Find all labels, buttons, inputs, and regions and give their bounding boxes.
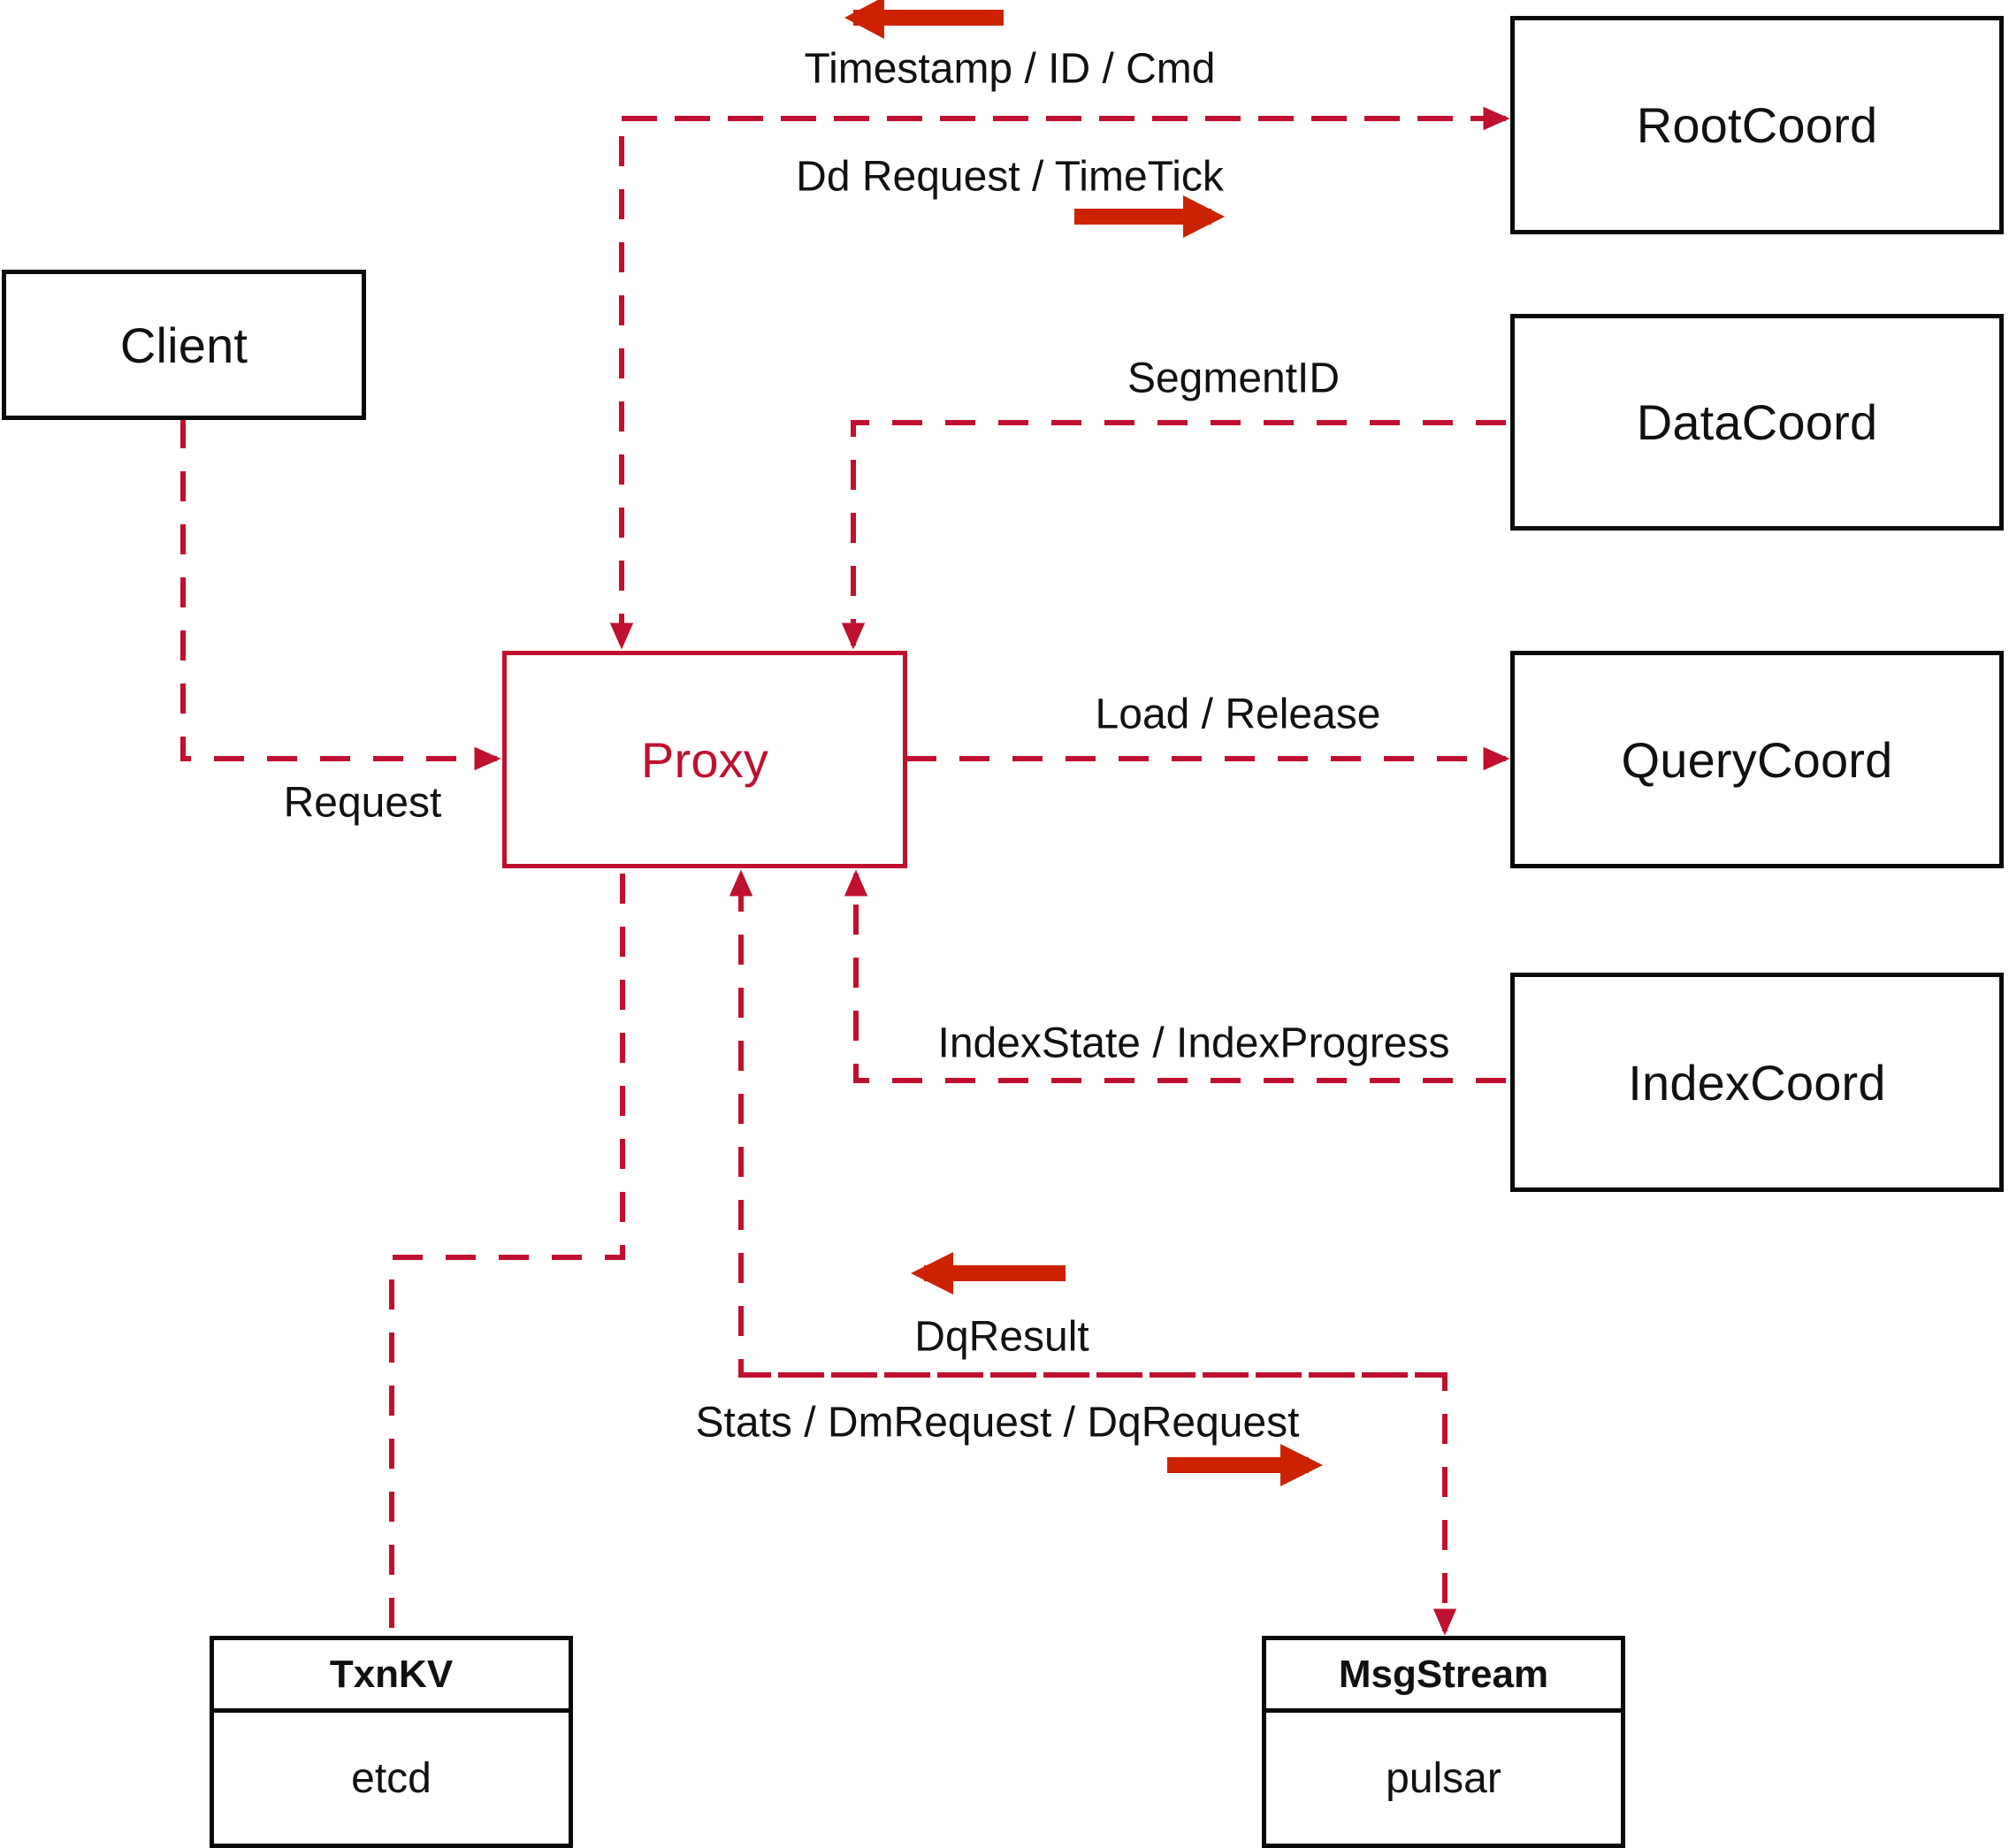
edge-label-dd-request-timetick: Dd Request / TimeTick <box>796 153 1224 201</box>
edge-label-timestamp-id-cmd: Timestamp / ID / Cmd <box>804 45 1216 93</box>
node-rootcoord[interactable]: RootCoord <box>1510 16 2004 234</box>
wire-indexcoord-to-proxy <box>844 869 1506 1083</box>
node-client-label: Client <box>119 317 248 373</box>
node-msgstream-header: MsgStream <box>1266 1640 1621 1713</box>
node-txnkv-impl: etcd <box>351 1754 432 1802</box>
node-msgstream-body: pulsar <box>1266 1713 1621 1844</box>
wire-datacoord-to-proxy <box>841 420 1506 650</box>
node-indexcoord-label: IndexCoord <box>1628 1054 1886 1111</box>
node-txnkv-body: etcd <box>214 1713 569 1844</box>
wire-client-to-proxy <box>180 418 501 771</box>
node-msgstream-title: MsgStream <box>1338 1652 1549 1696</box>
node-msgstream-impl: pulsar <box>1386 1754 1501 1802</box>
wire-proxy-to-msgstream <box>741 1372 1457 1636</box>
edge-label-stats-dmrequest-dqrequest: Stats / DmRequest / DqRequest <box>695 1399 1300 1447</box>
edge-label-segmentid: SegmentID <box>1127 355 1341 402</box>
node-proxy-label: Proxy <box>640 731 769 788</box>
node-txnkv-header: TxnKV <box>214 1640 569 1713</box>
node-msgstream[interactable]: MsgStream pulsar <box>1262 1636 1625 1848</box>
wire-msgstream-to-proxy <box>729 869 1445 1378</box>
node-indexcoord[interactable]: IndexCoord <box>1510 973 2004 1192</box>
node-rootcoord-label: RootCoord <box>1636 97 1878 153</box>
node-txnkv[interactable]: TxnKV etcd <box>210 1636 573 1848</box>
node-querycoord[interactable]: QueryCoord <box>1510 651 2004 868</box>
direction-arrow-dqrequest <box>1167 1444 1323 1486</box>
node-datacoord-label: DataCoord <box>1636 394 1878 450</box>
node-querycoord-label: QueryCoord <box>1621 731 1893 788</box>
node-proxy[interactable]: Proxy <box>502 651 907 868</box>
edge-label-indexstate-indexprogress: IndexState / IndexProgress <box>937 1019 1450 1067</box>
edge-label-dqresult: DqResult <box>914 1313 1089 1361</box>
edge-label-load-release: Load / Release <box>1095 691 1381 738</box>
direction-arrow-rootcoord-reply <box>844 0 1004 39</box>
node-datacoord[interactable]: DataCoord <box>1510 314 2004 531</box>
node-txnkv-title: TxnKV <box>329 1652 454 1696</box>
direction-arrow-dqresult <box>911 1252 1066 1294</box>
wire-proxy-to-txnkv <box>389 874 625 1636</box>
direction-arrow-rootcoord-request <box>1074 195 1225 238</box>
node-client[interactable]: Client <box>2 270 366 420</box>
edge-label-request: Request <box>283 779 442 827</box>
